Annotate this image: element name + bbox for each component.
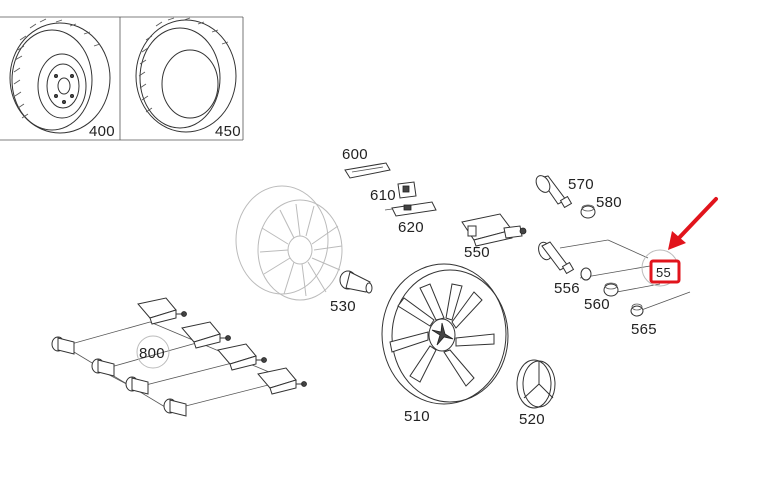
valve-cap-580[interactable] [580, 204, 596, 219]
hubcap-510[interactable] [381, 263, 509, 405]
balance-weight-610[interactable] [397, 181, 417, 199]
part-label-510: 510 [404, 408, 430, 425]
tpms-sensor-550[interactable] [461, 213, 527, 247]
part-label-600: 600 [342, 146, 368, 163]
part-label-580: 580 [596, 194, 622, 211]
part-label-530: 530 [330, 298, 356, 315]
valve-cap-565[interactable] [630, 303, 644, 317]
panel-frame [0, 16, 244, 141]
red-arrow-icon [668, 197, 718, 250]
highlight-label: 55 [656, 265, 671, 280]
part-label-565: 565 [631, 321, 657, 338]
leader-lines-556-565 [559, 239, 691, 313]
part-label-550: 550 [464, 244, 490, 261]
valve-stem-570[interactable] [533, 173, 573, 209]
rim-ghost-illustration [235, 185, 343, 301]
valve-stem-556[interactable] [536, 240, 575, 275]
sensor-800-d[interactable] [257, 367, 307, 395]
balance-weight-620[interactable] [384, 201, 437, 217]
sensor-nut-800-d[interactable] [163, 398, 187, 417]
part-label-620: 620 [398, 219, 424, 236]
sensor-nut-800-a[interactable] [51, 336, 75, 355]
part-label-570: 570 [568, 176, 594, 193]
sensor-800-a[interactable] [137, 297, 187, 325]
sensor-800-b[interactable] [181, 321, 231, 349]
sensor-800-c[interactable] [217, 343, 267, 371]
part-label-400: 400 [89, 123, 115, 140]
part-label-450: 450 [215, 123, 241, 140]
highlight-callout: 55 [641, 249, 681, 287]
wheel-bolt-530[interactable] [339, 270, 373, 294]
tire-illustration[interactable] [135, 17, 237, 133]
sensor-nut-800-b[interactable] [91, 358, 115, 377]
valve-nut-560[interactable] [603, 282, 619, 297]
part-label-800: 800 [139, 345, 165, 362]
part-label-520: 520 [519, 411, 545, 428]
highlight-box[interactable] [649, 259, 681, 284]
balance-weight-600[interactable] [344, 162, 391, 179]
part-label-610: 610 [370, 187, 396, 204]
part-label-560: 560 [584, 296, 610, 313]
wheel-assembly-illustration[interactable] [9, 18, 111, 134]
sensor-nut-800-c[interactable] [125, 376, 149, 395]
center-cap-520[interactable] [516, 359, 556, 409]
washer-556[interactable] [580, 267, 592, 281]
part-label-556: 556 [554, 280, 580, 297]
